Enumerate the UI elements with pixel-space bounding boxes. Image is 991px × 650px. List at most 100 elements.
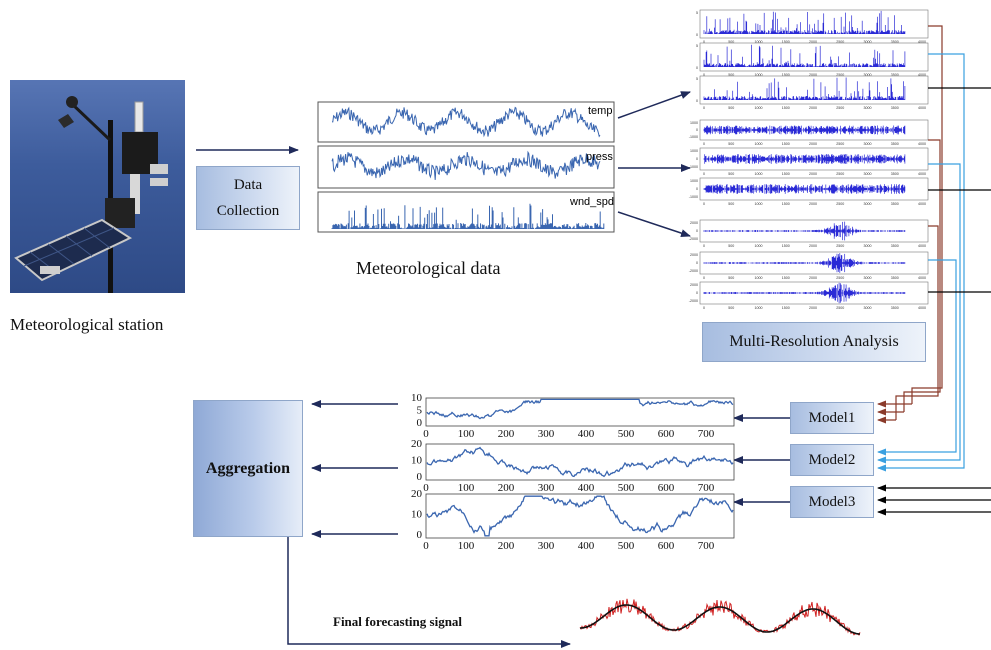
model1-label: Model1 <box>808 409 856 426</box>
mra-y-tick: 2000 <box>690 283 698 287</box>
mra-x-tick: 3500 <box>891 73 899 77</box>
mra-x-tick: 1000 <box>755 73 763 77</box>
mra-subplot-signal <box>703 154 906 164</box>
mra-x-tick: 4000 <box>918 40 926 44</box>
mra-x-tick: 3000 <box>864 172 872 176</box>
forecast-y-tick: 10 <box>411 455 423 467</box>
model1-box: Model1 <box>790 402 874 434</box>
forecast-y-tick: 5 <box>417 405 423 417</box>
mra-x-tick: 2500 <box>836 202 844 206</box>
forecast-y-tick: 0 <box>417 417 423 429</box>
mra-subplot-signal <box>703 10 906 34</box>
mra-x-tick: 500 <box>728 142 734 146</box>
data-collection-box: Data Collection <box>196 166 300 230</box>
mra-x-tick: 4000 <box>918 142 926 146</box>
mra-x-tick: 3500 <box>891 306 899 310</box>
model2-box: Model2 <box>790 444 874 476</box>
mra-x-tick: 0 <box>703 172 705 176</box>
mra-x-tick: 1000 <box>755 244 763 248</box>
mra-x-tick: 3500 <box>891 172 899 176</box>
model2-label: Model2 <box>808 451 856 468</box>
mra-x-tick: 3000 <box>864 73 872 77</box>
mra-x-tick: 500 <box>728 73 734 77</box>
mra-x-tick: 4000 <box>918 172 926 176</box>
mra-y-tick: -1000 <box>689 195 698 199</box>
mra-x-tick: 1000 <box>755 106 763 110</box>
mra-x-tick: 2500 <box>836 142 844 146</box>
mra-x-tick: 500 <box>728 306 734 310</box>
forecast-x-tick: 700 <box>698 428 715 440</box>
mra-x-tick: 0 <box>703 40 705 44</box>
forecast-x-tick: 600 <box>658 482 675 494</box>
mra-y-tick: 5 <box>696 44 698 48</box>
final-forecasting-label: Final forecasting signal <box>333 614 463 629</box>
mra-y-tick: -1000 <box>689 165 698 169</box>
forecast-y-tick: 0 <box>417 529 423 541</box>
wnd-spd-label: wnd_spd <box>569 196 614 208</box>
mra-x-tick: 3000 <box>864 306 872 310</box>
mra-x-tick: 0 <box>703 306 705 310</box>
mra-x-tick: 0 <box>703 244 705 248</box>
mra-x-tick: 1000 <box>755 142 763 146</box>
mra-x-tick: 3000 <box>864 244 872 248</box>
mra-y-tick: 0 <box>696 261 698 265</box>
mra-x-tick: 2000 <box>809 40 817 44</box>
mra-y-tick: 0 <box>696 157 698 161</box>
mra-x-tick: 0 <box>703 142 705 146</box>
mra-x-tick: 3000 <box>864 142 872 146</box>
forecast-x-tick: 500 <box>618 540 635 552</box>
mra-to-model-connectors <box>877 25 991 516</box>
forecast-x-tick: 200 <box>498 540 515 552</box>
mra-subplot-signal <box>703 221 906 241</box>
forecast-x-tick: 100 <box>458 540 475 552</box>
forecast-y-tick: 10 <box>411 392 423 404</box>
mra-x-tick: 1500 <box>782 202 790 206</box>
mra-y-tick: -2000 <box>689 269 698 273</box>
mra-x-tick: 500 <box>728 172 734 176</box>
forecast-x-tick: 300 <box>538 482 555 494</box>
mra-x-tick: 4000 <box>918 202 926 206</box>
mra-x-tick: 4000 <box>918 73 926 77</box>
mra-x-tick: 2500 <box>836 40 844 44</box>
forecast-x-tick: 400 <box>578 428 595 440</box>
mra-x-tick: 500 <box>728 202 734 206</box>
forecast-y-tick: 10 <box>411 509 423 521</box>
mra-y-tick: 1000 <box>690 149 698 153</box>
mra-x-tick: 1500 <box>782 244 790 248</box>
mra-x-tick: 2500 <box>836 244 844 248</box>
mra-subplot-signal <box>703 282 906 304</box>
mra-y-tick: -1000 <box>689 135 698 139</box>
mra-y-tick: 5 <box>696 11 698 15</box>
forecast-x-tick: 500 <box>618 428 635 440</box>
forecast-x-tick: 500 <box>618 482 635 494</box>
final-signal-red <box>579 598 861 636</box>
mra-x-tick: 2000 <box>809 276 817 280</box>
mra-x-tick: 4000 <box>918 244 926 248</box>
mra-x-tick: 3000 <box>864 40 872 44</box>
mra-x-tick: 4000 <box>918 306 926 310</box>
mra-subplot-signal <box>703 44 906 67</box>
mra-x-tick: 3500 <box>891 244 899 248</box>
mra-x-tick: 2000 <box>809 73 817 77</box>
station-label: Meteorological station <box>10 315 164 334</box>
press-label: press <box>586 151 613 163</box>
forecast-y-tick: 20 <box>411 488 423 500</box>
forecast-plot-frame <box>425 493 735 539</box>
mra-x-tick: 2500 <box>836 172 844 176</box>
mra-y-tick: 0 <box>696 229 698 233</box>
forecast-plot-frame <box>425 443 735 481</box>
mra-x-tick: 2000 <box>809 142 817 146</box>
mra-y-tick: 0 <box>696 187 698 191</box>
mra-x-tick: 1500 <box>782 306 790 310</box>
mra-y-tick: 5 <box>696 77 698 81</box>
temp-signal <box>332 106 601 138</box>
mra-x-tick: 500 <box>728 244 734 248</box>
forecast-x-tick: 100 <box>458 482 475 494</box>
aggregation-label: Aggregation <box>205 459 291 477</box>
final-signal-black <box>580 604 860 635</box>
forecast-y-tick: 20 <box>411 438 423 450</box>
mra-y-tick: -2000 <box>689 237 698 241</box>
mra-x-tick: 500 <box>728 276 734 280</box>
